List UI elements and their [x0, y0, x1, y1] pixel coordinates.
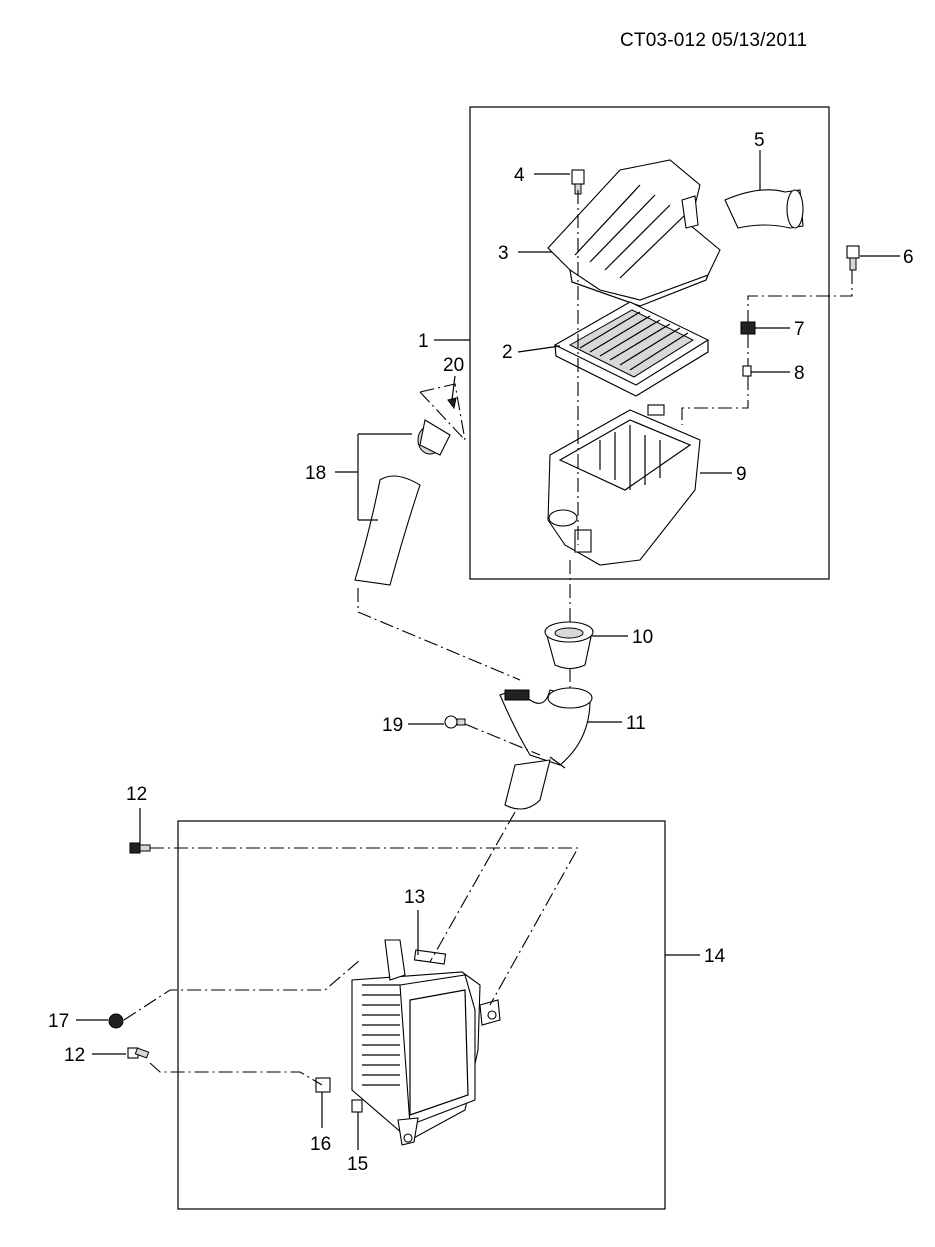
resonator-seal: [544, 621, 594, 670]
callout-12-lower: 12: [64, 1045, 85, 1066]
resonator-bolt-upper: [129, 842, 151, 854]
air-cleaner-lower-case: [547, 404, 701, 566]
air-intake-hose: [499, 687, 593, 810]
diagram-code: CT03-012 05/13/2011: [620, 30, 808, 51]
callout-13: 13: [404, 887, 425, 908]
callout-10: 10: [632, 627, 653, 648]
callout-12-upper: 12: [126, 784, 147, 805]
resonator-nut: [108, 1013, 124, 1029]
callout-5: 5: [754, 130, 765, 151]
upper-assembly-frame: [469, 106, 830, 580]
callout-11: 11: [626, 713, 646, 734]
resonator-box: [351, 939, 501, 1146]
callout-8: 8: [794, 363, 805, 384]
hose-bolt: [444, 715, 466, 729]
callout-15: 15: [347, 1154, 368, 1175]
mount-grommet: [740, 321, 756, 335]
callout-6: 6: [903, 247, 914, 268]
callout-19: 19: [382, 715, 403, 736]
air-cleaner-cover: [547, 159, 721, 307]
resonator-collar: [351, 1099, 363, 1113]
callout-1: 1: [418, 331, 429, 352]
intake-duct-elbow: [724, 189, 804, 229]
resonator-grommet: [315, 1077, 331, 1093]
callout-20: 20: [443, 355, 464, 376]
callout-17: 17: [48, 1011, 69, 1032]
callout-4: 4: [514, 165, 525, 186]
resonator-clip: [413, 949, 447, 965]
lower-assembly-frame: [177, 820, 666, 1210]
callout-7: 7: [794, 319, 805, 340]
callout-9: 9: [736, 464, 747, 485]
alignment-lines: [123, 190, 853, 1086]
callout-2: 2: [502, 342, 513, 363]
callout-3: 3: [498, 243, 509, 264]
air-filter-element: [553, 301, 710, 397]
callout-14: 14: [704, 946, 726, 967]
callout-18: 18: [305, 463, 326, 484]
mount-collar: [742, 365, 752, 377]
leader-lines: [76, 150, 900, 1150]
callout-16: 16: [310, 1134, 331, 1155]
resonator-bolt-lower: [127, 1047, 150, 1059]
bracket-bolt: [846, 245, 860, 271]
air-inlet-hose: [354, 419, 451, 586]
